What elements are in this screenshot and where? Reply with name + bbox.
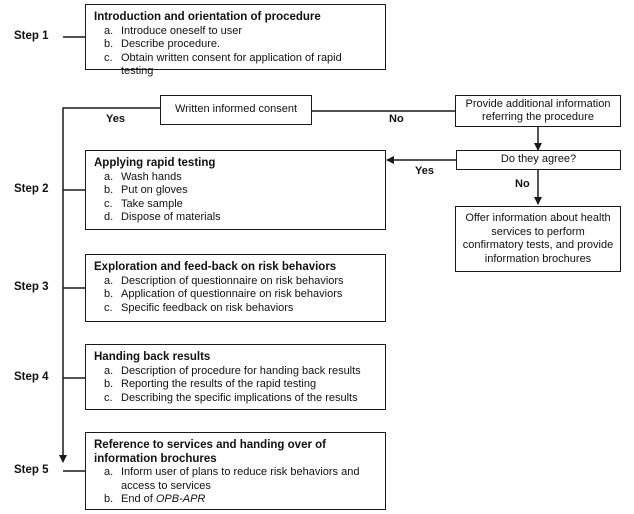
list-item: a.Introduce oneself to user <box>104 24 243 37</box>
step-2-label: Step 2 <box>14 183 49 195</box>
list-item: b.Describe procedure. <box>104 38 221 50</box>
agree-question-text: Do they agree? <box>500 153 577 166</box>
offer-info-box: Offer information about health services … <box>455 206 621 272</box>
step-2-box: Applying rapid testing a.Wash hands b.Pu… <box>85 150 386 230</box>
step-3-label: Step 3 <box>14 281 49 293</box>
list-item: c.Take sample <box>104 197 183 210</box>
consent-yes-label: Yes <box>106 113 125 125</box>
step-3-title: Exploration and feed-back on risk behavi… <box>94 261 337 273</box>
list-item: c.Obtain written consent for application… <box>104 51 342 78</box>
written-consent-box: Written informed consent <box>160 95 312 125</box>
list-item: b.Reporting the results of the rapid tes… <box>104 378 317 390</box>
list-item: b.Application of questionnaire on risk b… <box>104 288 343 300</box>
step-4-title: Handing back results <box>94 351 211 363</box>
step-3-box: Exploration and feed-back on risk behavi… <box>85 254 386 322</box>
list-item: c.Describing the specific implications o… <box>104 391 358 404</box>
step-4-label: Step 4 <box>14 371 49 383</box>
yes-path-line <box>59 107 160 463</box>
written-consent-text: Written informed consent <box>174 103 298 116</box>
step-5-label: Step 5 <box>14 464 49 476</box>
step-4-box: Handing back results a.Description of pr… <box>85 344 386 410</box>
agree-no-label: No <box>515 178 530 190</box>
list-item: a.Description of procedure for handing b… <box>104 364 361 377</box>
agree-question-box: Do they agree? <box>456 150 621 170</box>
step-1-title: Introduction and orientation of procedur… <box>94 11 321 23</box>
list-item: c.Specific feedback on risk behaviors <box>104 301 294 314</box>
step-5-box: Reference to services and handing over o… <box>85 432 386 510</box>
additional-info-text: Provide additional information referring… <box>465 97 611 124</box>
step-5-title: Reference to services and handing over o… <box>94 439 326 465</box>
consent-no-label: No <box>389 113 404 125</box>
list-item: a.Description of questionnaire on risk b… <box>104 274 344 287</box>
additional-info-box: Provide additional information referring… <box>455 95 621 127</box>
list-item: b.End of OPB-APR <box>104 493 206 505</box>
step-2-title: Applying rapid testing <box>94 157 216 169</box>
list-item: d.Dispose of materials <box>104 211 221 223</box>
step-1-box: Introduction and orientation of procedur… <box>85 4 386 77</box>
agree-yes-label: Yes <box>415 165 434 177</box>
list-item: b.Put on gloves <box>104 184 188 196</box>
offer-info-text: Offer information about health services … <box>462 212 614 265</box>
list-item: a.Wash hands <box>104 170 182 183</box>
list-item: a.Inform user of plans to reduce risk be… <box>104 466 360 492</box>
step-1-label: Step 1 <box>14 30 49 42</box>
